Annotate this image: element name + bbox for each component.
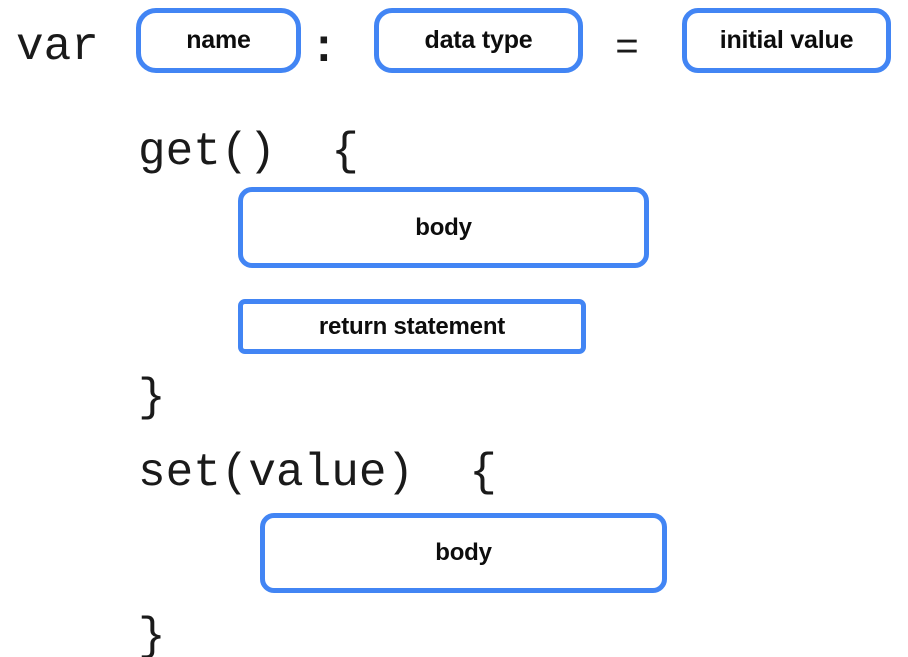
setter-closing-brace: }	[138, 611, 166, 657]
slot-getter-body-label: body	[415, 213, 472, 241]
slot-getter-body[interactable]: body	[238, 187, 649, 268]
keyword-var: var	[16, 21, 99, 73]
getter-signature: get() {	[138, 126, 359, 178]
slot-return-statement-label: return statement	[318, 312, 506, 340]
colon-separator: :	[310, 23, 338, 75]
slot-setter-body-label: body	[435, 539, 492, 566]
slot-return-statement[interactable]: return statement	[238, 299, 586, 354]
slot-name[interactable]: name	[136, 8, 301, 73]
slot-initial-value-label: initial value	[719, 26, 854, 54]
getter-closing-brace: }	[138, 372, 166, 424]
slot-data-type-label: data type	[424, 26, 533, 54]
slot-setter-body[interactable]: body	[260, 513, 667, 593]
slot-name-label: name	[186, 26, 251, 54]
slot-data-type[interactable]: data type	[374, 8, 583, 73]
equals-operator: =	[615, 27, 640, 72]
slot-initial-value[interactable]: initial value	[682, 8, 891, 73]
setter-signature: set(value) {	[138, 447, 497, 499]
